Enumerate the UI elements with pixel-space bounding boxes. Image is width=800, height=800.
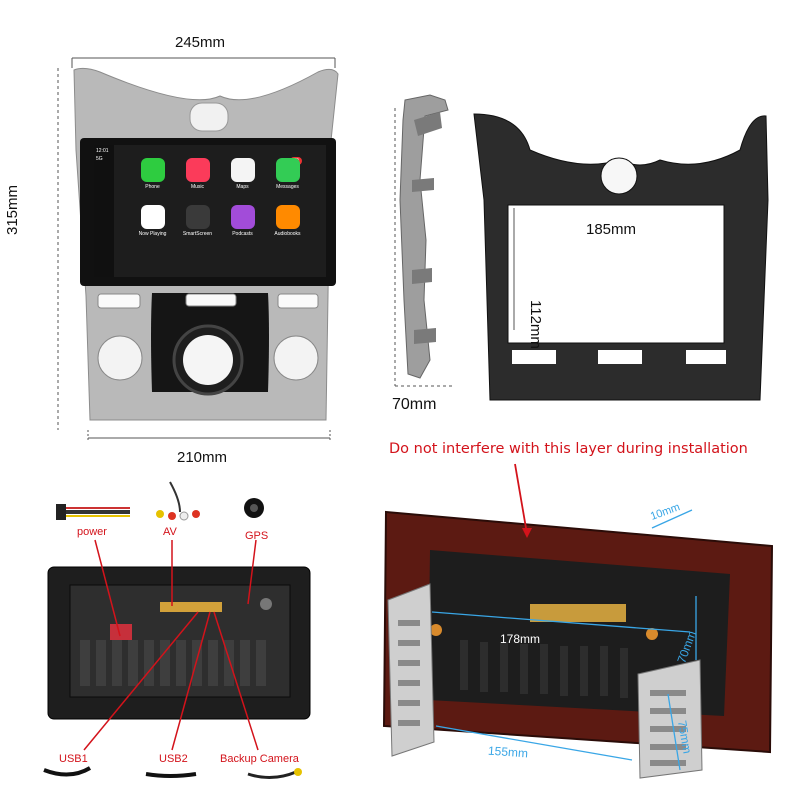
- installation-warning: Do not interfere with this layer during …: [389, 441, 748, 457]
- label-usb1: USB1: [59, 753, 88, 765]
- dim-unit-width: 178mm: [500, 632, 541, 646]
- app-maps[interactable]: Maps: [220, 158, 265, 205]
- dim-inner-height: 112mm: [527, 300, 544, 349]
- app-label: SmartScreen: [182, 231, 213, 237]
- app-label: Music: [190, 184, 205, 190]
- audiobooks-icon: [275, 205, 300, 229]
- messages-icon: [275, 158, 300, 182]
- label-gps: GPS: [245, 530, 269, 542]
- status-signal: 5G: [96, 156, 103, 162]
- app-now-playing[interactable]: Now Playing: [130, 205, 175, 252]
- dim-inner-width: 185mm: [586, 221, 637, 238]
- dim-height: 315mm: [4, 184, 21, 235]
- app-phone[interactable]: Phone: [130, 158, 175, 205]
- label-av: AV: [163, 526, 177, 538]
- app-podcasts[interactable]: Podcasts: [220, 205, 265, 252]
- av-cable: [156, 481, 200, 521]
- dim-top-width: 245mm: [175, 34, 226, 51]
- dim-depth: 70mm: [392, 396, 437, 413]
- label-backup-camera: Backup Camera: [220, 753, 299, 765]
- gps-antenna: [244, 498, 264, 518]
- status-time: 12:01: [96, 148, 109, 154]
- label-usb2: USB2: [159, 753, 188, 765]
- app-smartscreen[interactable]: SmartScreen: [175, 205, 220, 252]
- app-messages[interactable]: Messages: [265, 158, 310, 205]
- power-harness: [56, 504, 130, 520]
- dim-bottom-width: 210mm: [177, 449, 228, 466]
- side-profile: [399, 94, 449, 379]
- back-frame: [473, 113, 769, 401]
- music-icon: [185, 158, 210, 182]
- app-label: Podcasts: [232, 231, 253, 237]
- app-label: Phone: [145, 184, 160, 190]
- app-label: Audiobooks: [274, 231, 301, 237]
- home-icon: [185, 205, 210, 229]
- app-music[interactable]: Music: [175, 158, 220, 205]
- now-playing-icon: [140, 205, 165, 229]
- maps-icon: [230, 158, 255, 182]
- app-label: Maps: [236, 184, 249, 190]
- label-power: power: [77, 526, 107, 538]
- app-audiobooks[interactable]: Audiobooks: [265, 205, 310, 252]
- head-unit-back: [47, 566, 311, 720]
- callout-lines: [83, 539, 259, 751]
- unit-dimension-lines: [431, 509, 697, 771]
- dim-unit-bottom: 155mm: [487, 743, 529, 761]
- app-label: Now Playing: [138, 231, 167, 237]
- podcasts-icon: [230, 205, 255, 229]
- phone-icon: [140, 158, 165, 182]
- usb-cables: [43, 766, 302, 779]
- head-unit-perspective: [382, 510, 774, 779]
- app-label: Messages: [276, 184, 299, 190]
